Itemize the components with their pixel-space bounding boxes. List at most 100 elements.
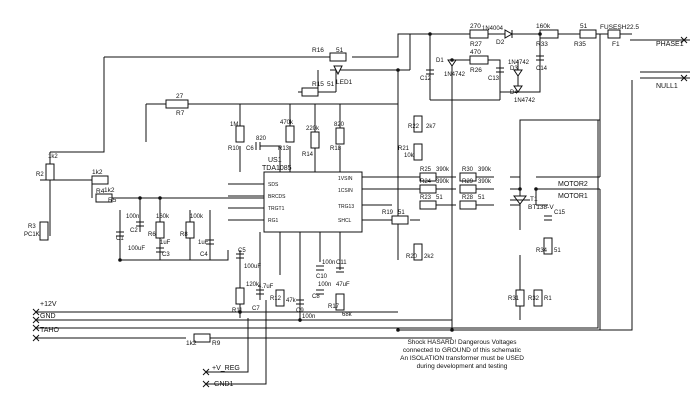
d1-ref: D1 xyxy=(436,58,444,64)
c8-value: 100n xyxy=(318,282,331,288)
r32-value: R1 xyxy=(544,296,552,302)
net-phase1: PHASE1 xyxy=(656,41,684,48)
diode-d2 xyxy=(504,29,514,39)
c5-value: 100uF xyxy=(244,264,261,270)
c7-ref: C7 xyxy=(252,306,260,312)
resistor-r34 xyxy=(543,237,553,255)
r11-ref: R11 xyxy=(232,308,243,314)
resistor-r22 xyxy=(413,115,423,133)
t1-ref: T1 xyxy=(530,196,538,203)
d3-ref: D3 xyxy=(510,66,518,72)
r2-ref: R2 xyxy=(36,172,44,178)
c10-value: 100n xyxy=(322,260,335,266)
resistor-r13 xyxy=(285,125,295,143)
capacitor-c15 xyxy=(544,215,552,221)
resistor-r27 xyxy=(469,29,489,39)
r25-ref: R25 xyxy=(420,167,432,173)
r19-value: 51 xyxy=(398,210,405,216)
led1-ref: LED1 xyxy=(336,79,353,86)
pot-r21 xyxy=(413,143,423,161)
r9-value: 1k2 xyxy=(186,340,197,347)
net-12v: +12V xyxy=(40,301,57,308)
r18-value: 820 xyxy=(334,122,345,128)
r21-value: 10k xyxy=(404,153,415,159)
resistor-r15 xyxy=(301,87,319,97)
resistor-r31 xyxy=(515,289,525,307)
c6-ref: C6 xyxy=(246,146,254,152)
c2-ref: C2 xyxy=(130,228,138,234)
r17-value: 68k xyxy=(342,312,353,318)
triac-t1 xyxy=(510,195,530,205)
capacitor-c9 xyxy=(296,299,304,305)
c11-value: 47uF xyxy=(336,282,350,288)
net-gnd: GND xyxy=(40,313,56,320)
resistor-r29 xyxy=(459,184,477,194)
resistor-r14 xyxy=(310,131,320,149)
ic-pin-left-4: RG1 xyxy=(268,218,279,224)
pot-r3 xyxy=(39,221,49,241)
c1-value: 100uF xyxy=(128,246,145,252)
c4-ref: C4 xyxy=(200,252,208,258)
capacitor-c3 xyxy=(156,247,164,253)
c3-value: 1uF xyxy=(160,240,171,246)
connector-marks xyxy=(32,36,688,388)
capacitor-c8 xyxy=(316,289,324,295)
resistor-r8 xyxy=(185,221,195,239)
ic-pin-right-2: 1CSIN xyxy=(338,188,353,194)
r8-ref: R8 xyxy=(180,232,188,238)
c11-ref: C11 xyxy=(336,260,347,266)
r33-ref: R33 xyxy=(536,41,548,48)
r30-value: 390k xyxy=(478,167,492,173)
capacitor-c11 xyxy=(336,267,344,273)
r22-value: 2k7 xyxy=(426,124,436,130)
resistor-r18 xyxy=(335,127,345,145)
warning-line-1: Shock HASARD! Dangerous Voltages xyxy=(407,339,517,346)
r3-value: PC1K xyxy=(24,232,40,238)
resistor-r5 xyxy=(95,193,113,203)
net-motor1: MOTOR1 xyxy=(558,193,588,200)
led1-symbol xyxy=(333,65,343,76)
r23-value: 51 xyxy=(436,195,443,201)
r35-value: 51 xyxy=(580,23,588,30)
net-motor2: MOTOR2 xyxy=(558,181,588,188)
r34-ref: R34 xyxy=(536,248,548,254)
c2-value: 100n xyxy=(126,214,139,220)
net-labels: PHASE1 NULL1 MOTOR2 MOTOR1 +12V GND TAHO… xyxy=(40,39,690,388)
capacitor-c12 xyxy=(426,69,434,75)
net-null1: NULL1 xyxy=(656,83,678,90)
r23-ref: R23 xyxy=(420,195,432,201)
r20-value: 2k2 xyxy=(424,254,434,260)
r3-ref: R3 xyxy=(28,224,36,230)
c5-ref: C5 xyxy=(238,248,246,254)
r29-value: 390k xyxy=(478,179,492,185)
resistor-r23 xyxy=(419,200,437,210)
resistor-r26 xyxy=(469,55,489,65)
resistor-r11 xyxy=(235,287,245,305)
r30-ref: R30 xyxy=(462,167,474,173)
c9-value: 100n xyxy=(302,314,315,320)
c14-ref: C14 xyxy=(536,66,548,72)
c10-ref: C10 xyxy=(316,274,328,280)
ic-pin-right-3: TRG13 xyxy=(338,204,354,210)
r16-value: 51 xyxy=(336,47,344,54)
c9-ref: C9 xyxy=(296,308,304,314)
capacitor-c6 xyxy=(255,142,261,150)
r4-ref: R4 xyxy=(96,188,105,195)
ic-pin-left-1: SDS xyxy=(268,182,279,188)
r10-ref: R10 xyxy=(228,146,240,152)
warning-line-3: An ISOLATION transformer must be USED xyxy=(400,355,524,362)
d1-value: 1N4742 xyxy=(444,72,466,78)
r5-value: 1k2 xyxy=(104,187,115,194)
warning-line-4: during development and testing xyxy=(417,363,508,370)
resistor-r10 xyxy=(235,125,245,143)
r28-ref: R28 xyxy=(462,195,474,201)
ic-pin-right-1: 1VSIN xyxy=(338,176,353,182)
c15-ref: C15 xyxy=(554,210,566,216)
r26-ref: R26 xyxy=(470,67,482,74)
fuse-label: FUSESH22.5 xyxy=(600,24,639,31)
r33-value: 160k xyxy=(536,23,551,30)
r15-value: 51 xyxy=(327,81,335,88)
c3-ref: C3 xyxy=(162,252,170,258)
r9-ref: R9 xyxy=(212,340,221,347)
